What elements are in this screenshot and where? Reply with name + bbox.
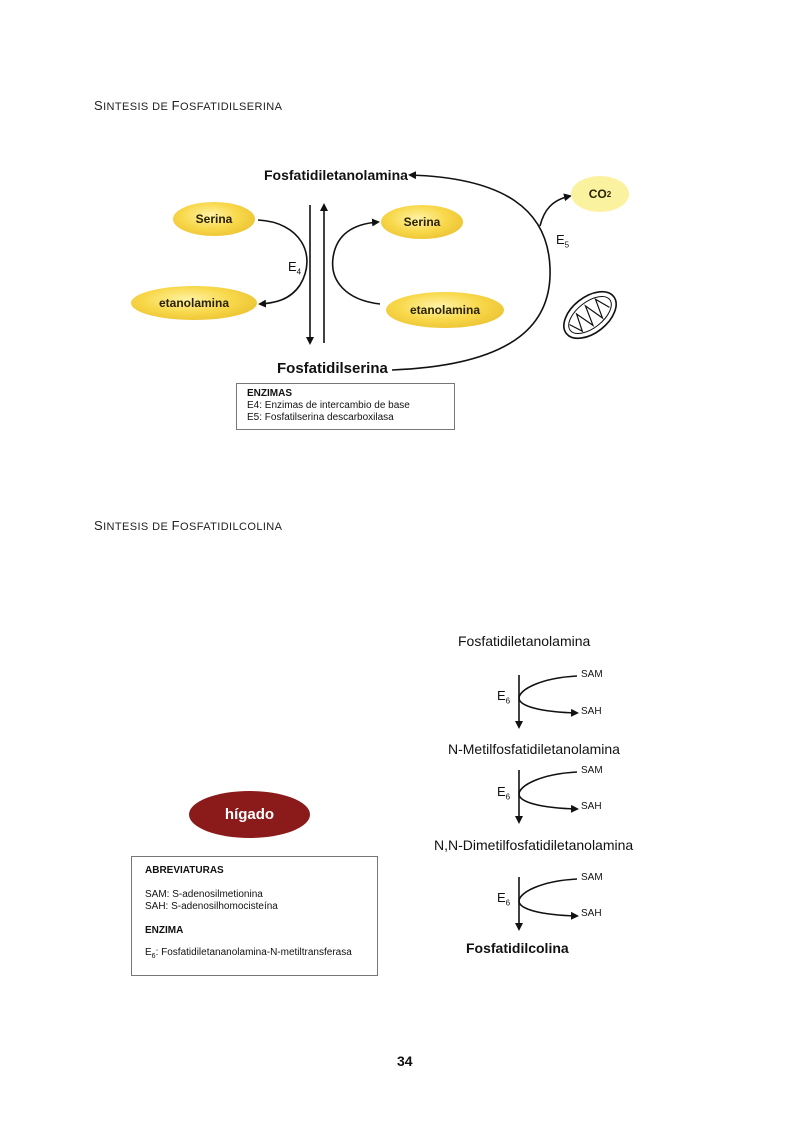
- abbreviations-box: ABREVIATURAS SAM: S-adenosilmetionina SA…: [131, 856, 378, 976]
- label-e5: E5: [556, 232, 570, 250]
- arrow-right-arc: [331, 218, 381, 305]
- label-e4: E4: [288, 259, 302, 277]
- abbrev-heading: ABREVIATURAS: [145, 865, 224, 876]
- label-sam-3: SAM: [581, 872, 603, 883]
- enzymes-line-e4: E4: Enzimas de intercambio de base: [247, 400, 410, 411]
- label-sah-2: SAH: [581, 801, 602, 812]
- label-e6-2: E6: [497, 784, 511, 802]
- ellipse-etanolamina-left: etanolamina: [131, 286, 257, 320]
- mitochondrion-icon: [563, 290, 617, 340]
- label-fosfatidilserina: Fosfatidilserina: [277, 360, 388, 377]
- section-title-fosfatidilcolina: SINTESIS DE FOSFATIDILCOLINA: [94, 518, 283, 533]
- abbrev-e6: E6: Fosfatidiletananolamina-N-metiltrans…: [145, 947, 352, 960]
- label-step2: N,N-Dimetilfosfatidiletanolamina: [434, 837, 634, 853]
- section-title-fosfatidilserina: SINTESIS DE FOSFATIDILSERINA: [94, 98, 283, 113]
- abbrev-sam: SAM: S-adenosilmetionina: [145, 889, 263, 900]
- arrow-e4-left: [257, 219, 308, 308]
- label-e6-1: E6: [497, 688, 511, 706]
- label-step1: N-Metilfosfatidiletanolamina: [448, 741, 620, 757]
- enzymes-heading: ENZIMAS: [247, 388, 292, 399]
- abbrev-sah: SAH: S-adenosilhomocisteína: [145, 901, 278, 912]
- ellipse-etanolamina-right: etanolamina: [386, 292, 504, 328]
- label-sah-3: SAH: [581, 908, 602, 919]
- label-sah-1: SAH: [581, 706, 602, 717]
- label-fosfatidiletanolamina-top: Fosfatidiletanolamina: [264, 167, 408, 183]
- label-e6-3: E6: [497, 890, 511, 908]
- label-step0: Fosfatidiletanolamina: [458, 633, 591, 649]
- ellipse-serina-right: Serina: [381, 205, 463, 239]
- abbrev-enzyme-heading: ENZIMA: [145, 925, 184, 936]
- label-sam-2: SAM: [581, 765, 603, 776]
- enzymes-box: ENZIMAS E4: Enzimas de intercambio de ba…: [236, 383, 455, 430]
- arrow-sam-sah-3: [518, 878, 579, 920]
- higado-badge: hígado: [189, 791, 310, 838]
- arrow-sam-sah-2: [518, 771, 579, 813]
- enzymes-line-e5: E5: Fosfatilserina descarboxilasa: [247, 412, 394, 423]
- arrow-sam-sah-1: [518, 675, 579, 717]
- page-number: 34: [397, 1053, 413, 1069]
- arrow-decarboxylation-loop: [391, 171, 551, 371]
- label-step3: Fosfatidilcolina: [466, 940, 569, 956]
- ellipse-serina-left: Serina: [173, 202, 255, 236]
- arrow-to-co2: [539, 193, 572, 227]
- label-sam-1: SAM: [581, 669, 603, 680]
